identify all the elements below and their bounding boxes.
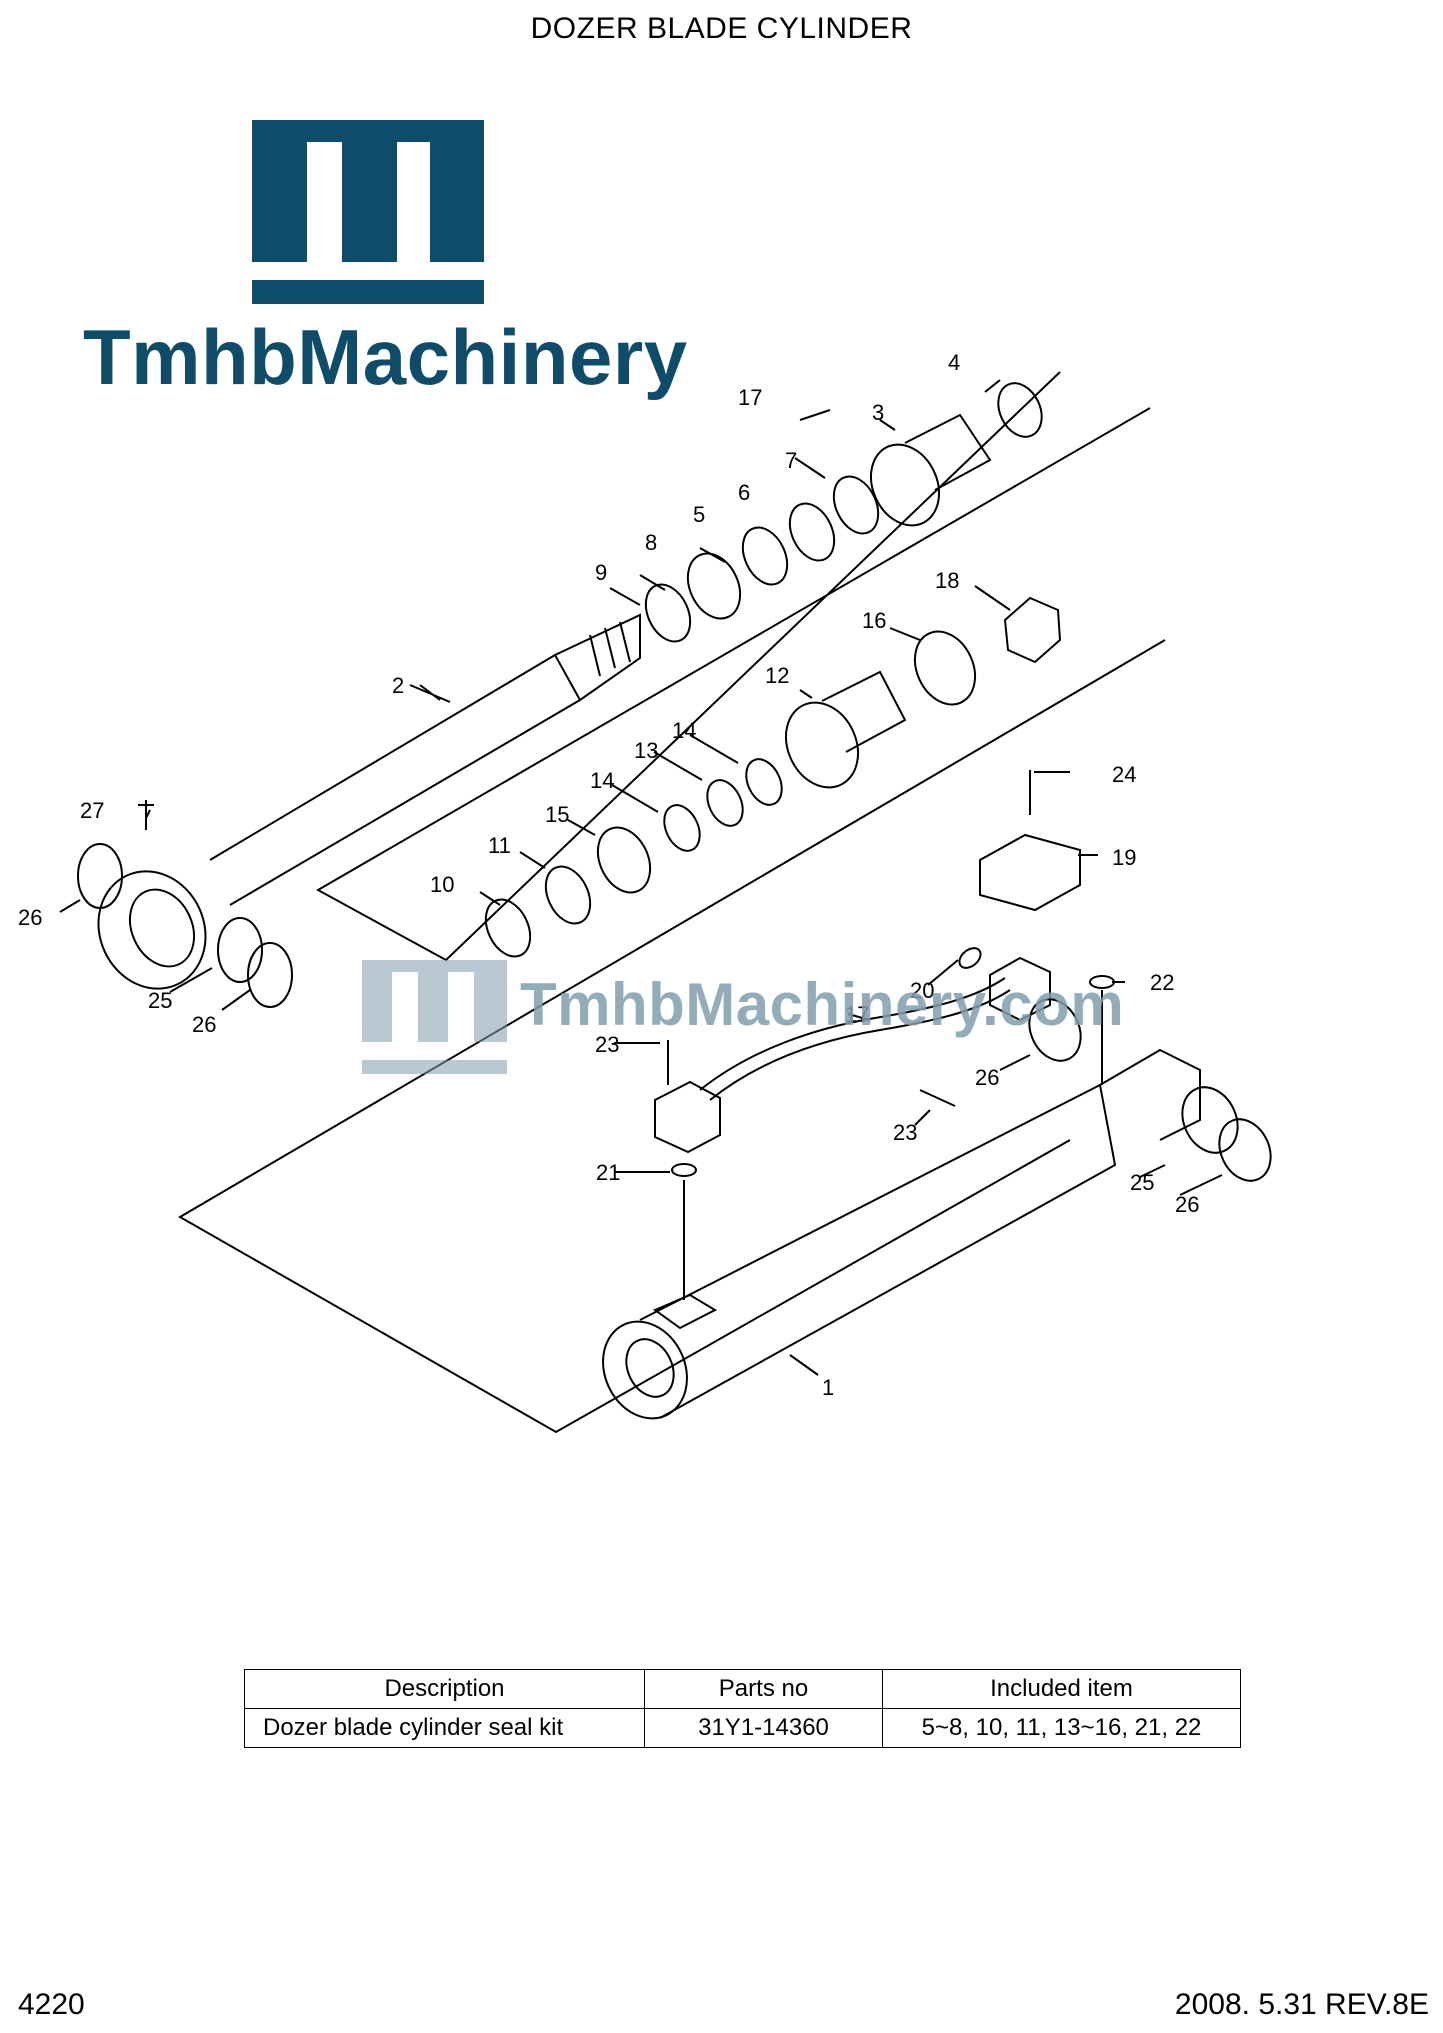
bolt-18: [799, 409, 831, 421]
bolt-23-right: [919, 1089, 956, 1107]
callout-4: 4: [948, 350, 960, 375]
callout-20: 19: [1112, 845, 1136, 870]
callout-8: 8: [645, 530, 657, 555]
callout-22: 22: [1150, 970, 1174, 995]
rod-group-outline: [315, 371, 1151, 962]
tube-clevis: [1099, 1048, 1201, 1141]
callout-5: 5: [693, 502, 705, 527]
grease-nipple-27: [138, 800, 154, 830]
page-number: 4220: [18, 1988, 85, 2021]
ring-5: [741, 526, 789, 586]
watermark-logo: [362, 960, 507, 1074]
ring-6: [788, 502, 836, 562]
callout-3: 3: [872, 400, 884, 425]
watermark-text: TmhbMachinery.com: [520, 971, 1125, 1038]
callout-11: 11: [488, 833, 511, 858]
seal-26-rod-left: [77, 843, 123, 909]
callout-15: 15: [545, 802, 569, 827]
header-description: Description: [244, 1669, 645, 1709]
cylinder-tube: [639, 1083, 1117, 1419]
nut-17: [1003, 596, 1062, 664]
block-23-right: [989, 956, 1051, 1022]
callout-6: 6: [738, 480, 750, 505]
callout-25-tube: 25: [1130, 1170, 1154, 1195]
piston-group-outline: [178, 639, 1166, 1434]
ring-9: [644, 583, 692, 643]
ring-15: [596, 826, 652, 894]
callout-13: 13: [634, 738, 658, 763]
callout-17: 18: [935, 568, 959, 593]
seal-8: [686, 552, 742, 620]
valve-block-20: [979, 833, 1081, 912]
ring-11: [544, 865, 592, 925]
seal-26-rod-right: [247, 942, 293, 1008]
callout-23-right: 23: [893, 1120, 917, 1145]
gland-3: [869, 443, 941, 527]
callout-26-mid: 26: [975, 1065, 999, 1090]
page-title: DOZER BLADE CYLINDER: [530, 12, 913, 45]
cell-included-item: 5~8, 10, 11, 13~16, 21, 22: [882, 1708, 1241, 1748]
piston-rod: [209, 654, 581, 906]
callout-26-rod-right: 26: [192, 1012, 216, 1037]
callout-14-upper: 14: [672, 718, 696, 743]
callout-18: 17: [738, 385, 762, 410]
bushing-25-rod: [217, 917, 263, 983]
rod-eye: [97, 870, 207, 990]
header-parts-no: Parts no: [644, 1669, 883, 1709]
pipe-19: [709, 989, 1011, 1101]
rod-threaded-end: [553, 613, 641, 702]
cell-description: Dozer blade cylinder seal kit: [244, 1708, 645, 1748]
callout-12: 12: [765, 663, 789, 688]
ring-13: [706, 779, 744, 827]
callout-23-left: 23: [595, 1032, 619, 1057]
table-row: Dozer blade cylinder seal kit 31Y1-14360…: [244, 1708, 1241, 1748]
callout-24: 24: [1112, 762, 1136, 787]
block-23-left: [654, 1080, 721, 1154]
cell-parts-no: 31Y1-14360: [644, 1708, 883, 1748]
callout-26-tube: 26: [1175, 1192, 1199, 1217]
callout-21-top: 20: [910, 978, 934, 1003]
brand-logo: [252, 120, 484, 304]
callout-1: 1: [822, 1375, 834, 1400]
table-header-row: Description Parts no Included item: [244, 1669, 1241, 1709]
brand-name: TmhbMachinery: [83, 313, 688, 401]
callout-25-rod: 25: [148, 988, 172, 1013]
callout-7: 7: [785, 448, 797, 473]
ring-10: [484, 898, 532, 958]
callout-26-rod-left: 26: [18, 905, 42, 930]
callout-14-lower: 14: [590, 768, 614, 793]
callout-19: 17: [845, 1002, 869, 1027]
ring-14b: [745, 758, 783, 806]
oring-21-bottom: [671, 1163, 697, 1177]
seal-26-mid: [1028, 998, 1082, 1062]
ring-16: [913, 630, 977, 706]
revision-date: 2008. 5.31 REV.8E: [1174, 1988, 1429, 2021]
callout-10: 10: [430, 872, 454, 897]
callout-27: 27: [80, 798, 104, 823]
callout-16: 16: [862, 608, 886, 633]
piston-12: [785, 701, 859, 789]
seal-kit-table: Description Parts no Included item Dozer…: [244, 1669, 1241, 1748]
callout-2: 2: [392, 673, 404, 698]
header-included-item: Included item: [882, 1669, 1241, 1709]
ring-7: [832, 475, 880, 535]
bushing-4: [997, 382, 1043, 438]
ring-14a: [663, 804, 701, 852]
seal-26-tube: [1218, 1118, 1272, 1182]
callout-9: 9: [595, 560, 607, 585]
callout-21-bottom: 21: [596, 1160, 620, 1185]
bushing-25-tube: [1181, 1086, 1239, 1154]
port-pad: [652, 1293, 718, 1330]
oring-21-top: [958, 947, 982, 969]
